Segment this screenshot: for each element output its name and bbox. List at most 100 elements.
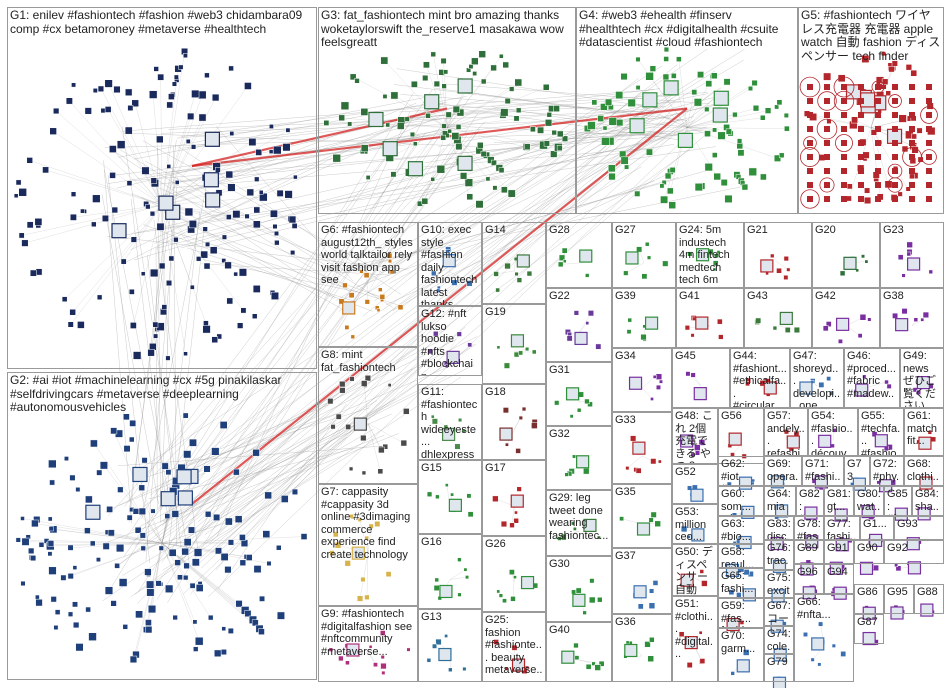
group-panel-g91[interactable]: G91 [824, 540, 854, 564]
group-panel-g47[interactable]: G47: shoreyd... developi... one... [790, 348, 844, 408]
group-panel-g81[interactable]: G81: gt... [824, 486, 854, 516]
group-panel-g25[interactable]: G25: fashion #fashionte... beauty metave… [482, 612, 546, 682]
group-panel-g61[interactable]: G61: match fit... [904, 408, 944, 456]
group-panel-g80[interactable]: G80: wat... [854, 486, 884, 516]
group-panel-g18[interactable]: G18 [482, 384, 546, 460]
group-panel-g82[interactable]: G82: #sa... [796, 486, 824, 516]
group-panel-g96[interactable]: G96 [794, 564, 824, 594]
group-panel-g30[interactable]: G30 [546, 556, 612, 622]
group-panel-g4[interactable]: G4: #web3 #ehealth #finserv #healthtech … [576, 7, 798, 214]
group-panel-g69[interactable]: G69: opera... [764, 456, 802, 486]
group-panel-g33[interactable]: G33 [612, 412, 672, 484]
group-panel-g22[interactable]: G22 [546, 288, 612, 362]
group-panel-g21[interactable]: G21 [744, 222, 812, 288]
group-panel-g35[interactable]: G35 [612, 484, 672, 548]
group-panel-g52[interactable]: G52 [672, 464, 718, 504]
group-panel-g24[interactable]: G24: 5m industech 4m fintech medtech tec… [676, 222, 744, 288]
group-panel-g26[interactable]: G26 [482, 536, 546, 612]
group-panel-g67[interactable]: G67: コード... [764, 598, 794, 626]
group-panel-g16[interactable]: G16 [418, 534, 482, 609]
group-panel-g15[interactable]: G15 [418, 460, 482, 534]
group-panel-g95[interactable]: G95 [884, 584, 914, 614]
group-panel-g75[interactable]: G75: excit... [764, 570, 794, 598]
group-panel-g63[interactable]: G63: #bio... [718, 516, 764, 544]
group-panel-g66[interactable]: G66: #nfta... [794, 594, 854, 682]
group-panel-g9[interactable]: G9: #fashiontech #digitalfashion see #nf… [318, 606, 418, 682]
group-panel-g46[interactable]: G46: #proced... #fabric #madew... [844, 348, 900, 408]
group-panel-g1[interactable]: G1: enilev #fashiontech #fashion #web3 c… [7, 7, 317, 369]
group-panel-g84[interactable]: G84: sha... [912, 486, 944, 516]
group-panel-g41[interactable]: G41 [676, 288, 744, 348]
group-panel-g3[interactable]: G3: fat_fashiontech mint bro amazing tha… [318, 7, 576, 214]
group-panel-g60[interactable]: G60: som... mint... [718, 486, 764, 516]
group-panel-g20[interactable]: G20 [812, 222, 880, 288]
group-panel-g2[interactable]: G2: #ai #iot #machinelearning #cx #5g pi… [7, 372, 317, 680]
group-panel-g57[interactable]: G57: andely... refashi... [764, 408, 808, 456]
group-panel-g42[interactable]: G42 [812, 288, 880, 348]
group-panel-g17[interactable]: G17 [482, 460, 546, 536]
group-panel-g5[interactable]: G5: #fashiontech ワイヤレス充電器 充電器 apple watc… [798, 7, 944, 214]
group-panel-g68[interactable]: G68: clothi... [904, 456, 944, 486]
group-panel-g44[interactable]: G44: #fashiont... #ethicalfa... #circula… [730, 348, 790, 408]
group-panel-g14[interactable]: G14 [482, 222, 546, 304]
group-panel-g48[interactable]: G48: これ 2個充電できる やつ 3... [672, 408, 718, 464]
group-panel-g50[interactable]: G50: ディスペンサー 自動 バ... [672, 544, 718, 596]
group-panel-g88[interactable]: G88 [914, 584, 944, 614]
group-panel-g90[interactable]: G90 [854, 540, 884, 564]
group-panel-g79[interactable]: G79 [764, 654, 794, 682]
group-panel-g58[interactable]: G58: resul... functi... [718, 544, 764, 568]
group-panel-g27[interactable]: G27 [612, 222, 676, 288]
group-panel-g83[interactable]: G83: disc... [764, 516, 794, 540]
group-panel-g12[interactable]: G12: #nft lukso hoodie #nfts #blockchain… [418, 306, 482, 376]
group-panel-g1x[interactable]: G1... [860, 516, 894, 540]
group-panel-g93[interactable]: G93 [894, 516, 944, 540]
group-panel-g8[interactable]: G8: mint fat_fashiontech [318, 347, 418, 484]
group-panel-g77[interactable]: G77: fashi... [824, 516, 860, 540]
group-panel-g36[interactable]: G36 [612, 614, 672, 682]
group-panel-g11[interactable]: G11: #fashiontech wideeyeste... dhlexpre… [418, 384, 482, 460]
group-panel-g53[interactable]: G53: million ceo... [672, 504, 718, 544]
group-panel-g37[interactable]: G37 [612, 548, 672, 614]
group-panel-g78[interactable]: G78: #fash... [794, 516, 824, 540]
vertex-node [554, 400, 560, 406]
group-panel-g45[interactable]: G45 [672, 348, 730, 408]
group-panel-g40[interactable]: G40 [546, 622, 612, 682]
group-panel-g34[interactable]: G34 [612, 348, 672, 412]
vertex-node [85, 495, 93, 504]
group-panel-g86[interactable]: G86 [854, 584, 884, 614]
group-panel-g6[interactable]: G6: #fashiontech august12th_ styles worl… [318, 222, 418, 347]
group-panel-g85[interactable]: G85: #fas... [884, 486, 912, 516]
group-panel-g74[interactable]: G74: cole... [764, 626, 794, 654]
group-panel-g59[interactable]: G59: #fas... fashi... [718, 598, 764, 628]
group-panel-g28[interactable]: G28 [546, 222, 612, 288]
group-panel-g62[interactable]: G62: #iot #tec... [718, 456, 764, 486]
group-panel-g51[interactable]: G51: #clothi... #digital... [672, 596, 718, 682]
group-panel-g38[interactable]: G38 [880, 288, 944, 348]
group-panel-g71[interactable]: G71: #fashi... [802, 456, 844, 486]
group-panel-g56[interactable]: G56 [718, 408, 764, 464]
group-panel-g65[interactable]: G65: fashi... [718, 568, 764, 598]
group-panel-g10[interactable]: G10: exec style #fashion daily fashionte… [418, 222, 482, 306]
group-panel-g89[interactable]: G89 [794, 540, 824, 564]
group-panel-g70[interactable]: G70: garm... [718, 628, 764, 682]
group-panel-g64[interactable]: G64: miam... [764, 486, 796, 516]
group-panel-g31[interactable]: G31 [546, 362, 612, 426]
group-panel-g19[interactable]: G19 [482, 304, 546, 384]
group-panel-g92[interactable]: G92 [884, 540, 944, 564]
group-panel-g49[interactable]: G49: news ぜひご覧ください... [900, 348, 944, 408]
group-panel-g7[interactable]: G7: cappasity #cappasity 3d online #3dim… [318, 484, 418, 606]
group-panel-g54[interactable]: G54: #fashio... découv... [808, 408, 858, 456]
group-panel-g23[interactable]: G23 [880, 222, 944, 288]
group-panel-g32[interactable]: G32 [546, 426, 612, 490]
group-panel-g76[interactable]: G76: trac... [764, 540, 794, 570]
group-panel-g39[interactable]: G39 [612, 288, 676, 348]
group-panel-g73[interactable]: G73 [844, 456, 870, 486]
vertex-node [276, 189, 284, 197]
group-panel-g94[interactable]: G94 [824, 564, 854, 594]
group-panel-g87[interactable]: G87 [854, 614, 884, 644]
group-panel-g43[interactable]: G43 [744, 288, 812, 348]
group-panel-g55[interactable]: G55: #techfa... #fashio... [858, 408, 904, 456]
group-panel-g29[interactable]: G29: leg tweet done wearing fashiontec..… [546, 490, 612, 556]
group-panel-g72[interactable]: G72: #phy... [870, 456, 904, 486]
group-panel-g13[interactable]: G13 [418, 609, 482, 682]
